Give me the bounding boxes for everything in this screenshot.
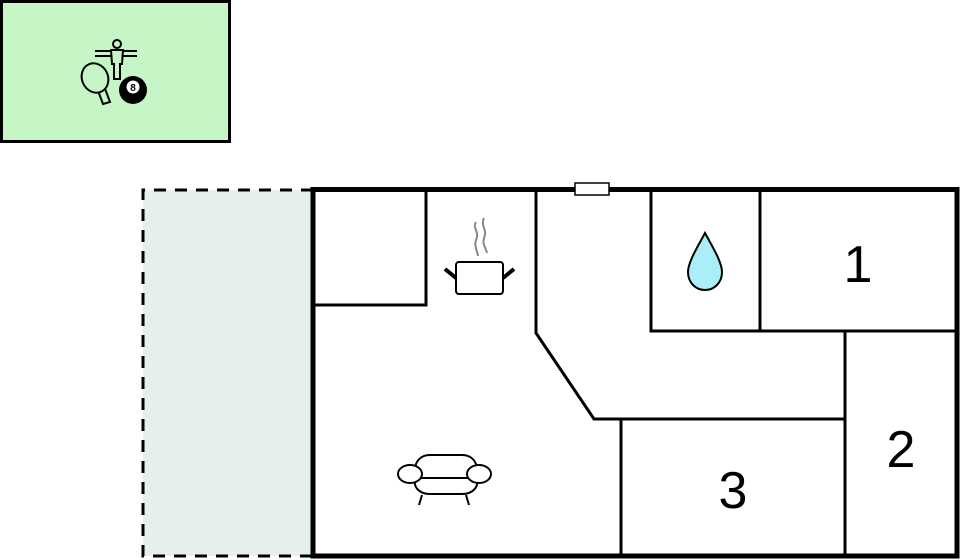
- billiard-8-ball-icon: 8: [119, 76, 147, 104]
- terrace: [141, 188, 313, 558]
- sofa-icon: [397, 454, 492, 506]
- bedroom-3-label: 3: [719, 462, 748, 520]
- ping-pong-paddle-icon: [80, 62, 112, 106]
- window: [574, 182, 610, 196]
- interior-walls: [315, 191, 955, 554]
- table-football-icon: [95, 39, 137, 80]
- activity-room: 8: [0, 0, 231, 143]
- water-drop-icon: [686, 230, 724, 292]
- bedroom-1-label: 1: [844, 236, 873, 294]
- svg-text:8: 8: [130, 83, 136, 94]
- bedroom-2-label: 2: [887, 421, 916, 479]
- house-outer-walls: [310, 182, 960, 559]
- cooking-pot-icon: [443, 217, 516, 295]
